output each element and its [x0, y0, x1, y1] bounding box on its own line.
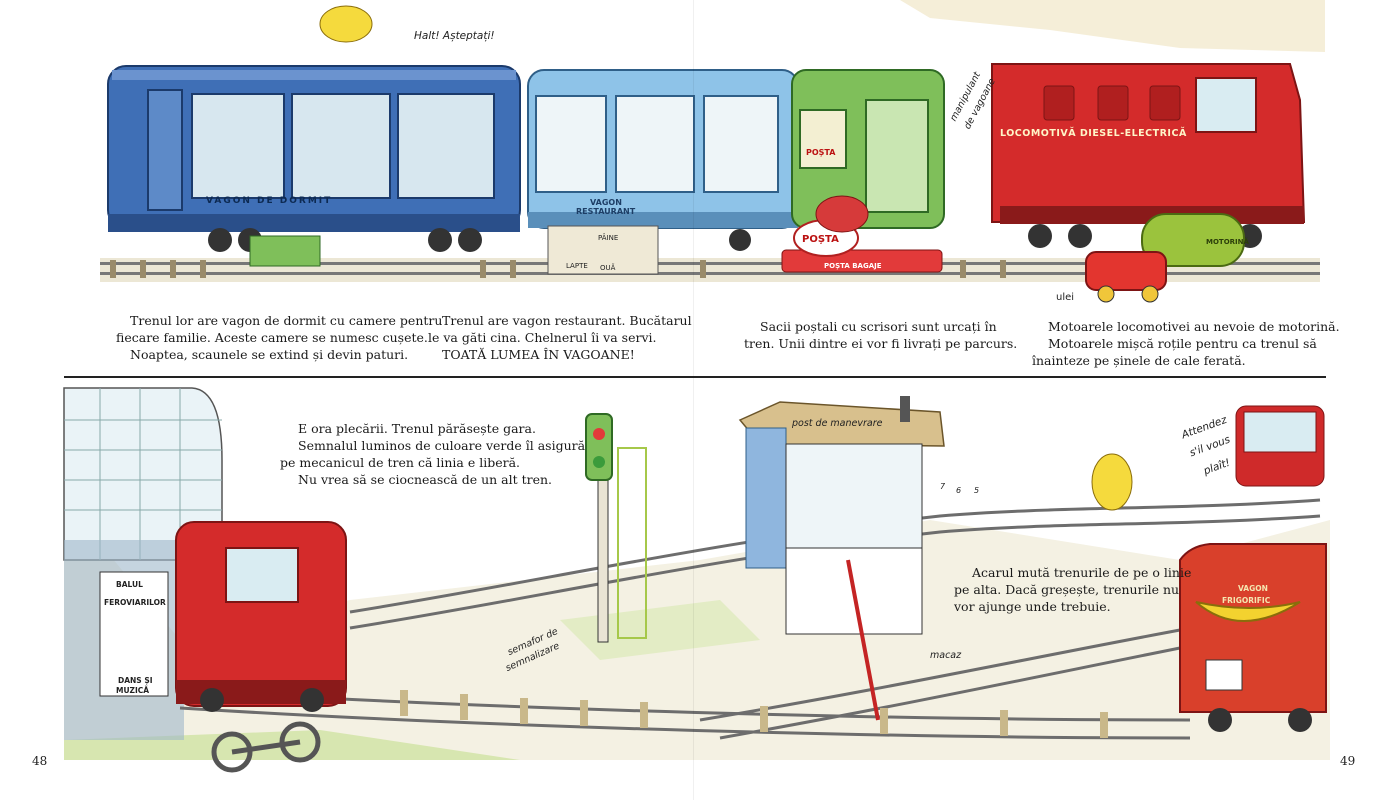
sleeper-label: VAGON DE DORMIT — [206, 196, 333, 206]
fridge-label-2: FRIGORIFIC — [1222, 596, 1271, 605]
clock-7: 7 — [940, 482, 946, 491]
text-line: tren. Unii dintre ei vor fi livrați pe p… — [744, 336, 1018, 351]
top-paragraph-2: Trenul are vagon restaurant. Bucătarul l… — [428, 312, 692, 363]
ball-poster-3: DANS ȘI — [118, 676, 153, 685]
departing-locomotive — [175, 521, 347, 712]
ball-poster-4: MUZICĂ — [116, 686, 150, 695]
text-line: Acarul mută trenurile de pe o linie — [972, 565, 1192, 580]
text-line: Trenul are vagon restaurant. Bucătarul — [442, 313, 692, 328]
text-line: pe mecanicul de tren că linia e liberă. — [280, 455, 521, 470]
top-paragraph-4: Motoarele locomotivei au nevoie de motor… — [1032, 318, 1340, 369]
text-line: Sacii poștali cu scrisori sunt urcați în — [760, 319, 997, 334]
sleeping-car — [107, 65, 521, 252]
restaurant-label-1: VAGON — [590, 198, 622, 207]
bottom-paragraph-2: Acarul mută trenurile de pe o linie pe a… — [954, 564, 1191, 615]
text-line: Semnalul luminos de culoare verde îl asi… — [298, 438, 586, 453]
refrigerator-car — [1179, 543, 1327, 732]
text-line: E ora plecării. Trenul părăsește gara. — [298, 421, 536, 436]
text-line: Nu vrea să se ciocnească de un alt tren. — [298, 472, 553, 487]
text-line: Motoarele locomotivei au nevoie de motor… — [1048, 319, 1340, 334]
ball-poster-1: BALUL — [116, 580, 143, 589]
text-line: TOATĂ LUMEA ÎN VAGOANE! — [442, 347, 635, 362]
fuel-tank — [1085, 213, 1245, 303]
top-paragraph-1: Trenul lor are vagon de dormit cu camere… — [116, 312, 442, 363]
diesel-locomotive — [991, 63, 1306, 248]
text-line: pe alta. Dacă greșește, trenurile nu — [954, 582, 1180, 597]
clock-5: 5 — [974, 486, 980, 495]
milk-label: LAPTE — [566, 262, 588, 270]
bread-label: PÂINE — [598, 234, 619, 242]
page-number-right: 49 — [1340, 754, 1356, 768]
section-divider — [64, 376, 1326, 378]
posta-cart-label: POȘTA BAGAJE — [824, 262, 882, 270]
top-paragraph-3: Sacii poștali cu scrisori sunt urcați în… — [744, 318, 1017, 352]
text-line: înainteze pe șinele de cale ferată. — [1032, 353, 1246, 368]
restaurant-car — [527, 69, 799, 251]
posta-stamp: POȘTA — [806, 148, 836, 157]
fridge-label-1: VAGON — [1238, 584, 1268, 593]
locomotive-label: LOCOMOTIVĂ DIESEL-ELECTRICĂ — [1000, 128, 1187, 139]
mail-car — [791, 69, 945, 229]
restaurant-label-2: RESTAURANT — [576, 207, 636, 216]
text-line: Noaptea, scaunele se extind și devin pat… — [130, 347, 409, 362]
text-line: fiecare familie. Aceste camere se numesc… — [116, 330, 428, 345]
text-line: Trenul lor are vagon de dormit cu camere… — [130, 313, 443, 328]
switch-tower — [738, 396, 945, 721]
signal-mast — [585, 413, 647, 643]
text-line: le va găti cina. Chelnerul îi va servi. — [428, 330, 657, 345]
station-shed — [63, 387, 223, 740]
fuel-label: MOTORINĂ — [1206, 238, 1249, 246]
signal-box-label: post de manevrare — [792, 418, 883, 429]
switch-label: macaz — [930, 650, 962, 661]
page-number-left: 48 — [32, 754, 48, 768]
clock-6: 6 — [956, 486, 962, 495]
eggs-label: OUĂ — [600, 264, 616, 272]
ball-poster-2: FEROVIARILOR — [104, 598, 166, 607]
posta-bag: POȘTA — [802, 234, 839, 245]
bottom-paragraph-1: E ora plecării. Trenul părăsește gara. S… — [280, 420, 585, 488]
spread-fold — [693, 0, 694, 800]
oil-label: ulei — [1056, 292, 1075, 303]
text-line: Motoarele mișcă roțile pentru ca trenul … — [1048, 336, 1317, 351]
text-line: vor ajunge unde trebuie. — [954, 599, 1111, 614]
halt-speech: Halt! Așteptați! — [414, 30, 495, 42]
